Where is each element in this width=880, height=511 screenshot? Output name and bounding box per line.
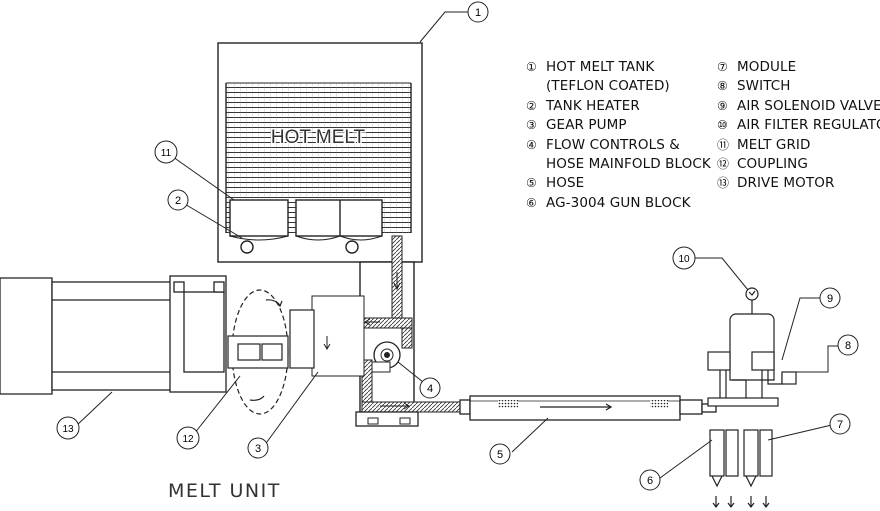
callout-9: 9 [819, 287, 841, 309]
legend-number: ⑬ [717, 176, 730, 191]
legend-left: ① HOT MELT TANK (TEFLON COATED) ② TANK HEATE… [526, 58, 711, 213]
legend-number: ⑨ [717, 98, 728, 113]
callout-7: 7 [829, 413, 851, 435]
svg-text:11: 11 [161, 148, 172, 159]
legend-item: ② TANK HEATER [526, 97, 711, 116]
legend-item: ① HOT MELT TANK [526, 58, 711, 77]
legend-text: COUPLING [737, 156, 808, 173]
legend-text: MELT GRID [737, 136, 811, 153]
legend-text: AIR FILTER REGULATOR [737, 117, 880, 134]
legend-text: AG-3004 GUN BLOCK [546, 194, 691, 211]
legend-item: ④ FLOW CONTROLS & [526, 136, 711, 155]
legend-number: ⑫ [717, 157, 730, 172]
legend-item: ⑩ AIR FILTER REGULATOR [717, 116, 880, 135]
legend-number: ④ [526, 137, 537, 152]
legend-right: ⑦ MODULE ⑧ SWITCH ⑨ AIR SOLENOID VALVE ⑩ AIR FI… [717, 58, 880, 194]
legend-item: ⑤ HOSE [526, 174, 711, 193]
flow-path [311, 235, 461, 427]
legend-number: ② [526, 98, 537, 113]
legend-number: ⑧ [717, 79, 728, 94]
legend-text: HOSE [546, 175, 585, 192]
svg-text:13: 13 [62, 424, 74, 435]
callout-3: 3 [247, 437, 269, 459]
leader-lines [75, 11, 846, 479]
legend-text: AIR SOLENOID VALVE [737, 97, 880, 114]
legend-text: HOSE MAINFOLD BLOCK [546, 156, 711, 173]
svg-text:7: 7 [837, 419, 843, 431]
callout-4: 4 [419, 377, 441, 399]
gun-assembly [707, 287, 797, 508]
legend-item: ⑥ AG-3004 GUN BLOCK [526, 194, 711, 213]
legend-number: ⑪ [717, 137, 730, 152]
diagram-title: MELT UNIT [168, 480, 281, 502]
legend-item: ⑫ COUPLING [717, 155, 880, 174]
legend-text: (TEFLON COATED) [546, 78, 670, 95]
legend-item: ⑬ DRIVE MOTOR [717, 174, 880, 193]
tank-label: HOT MELT [271, 127, 366, 148]
legend-item: (TEFLON COATED) [526, 77, 711, 96]
callout-5: 5 [489, 443, 511, 465]
legend-text: TANK HEATER [546, 97, 640, 114]
legend-number: ③ [526, 118, 537, 133]
drive-motor [0, 275, 227, 395]
legend-text: MODULE [737, 59, 797, 75]
legend-text: SWITCH [737, 78, 791, 95]
legend-item: ⑦ MODULE [717, 58, 880, 77]
svg-text:6: 6 [647, 475, 653, 487]
callout-1: 1 [467, 1, 489, 23]
legend-item: ⑨ AIR SOLENOID VALVE [717, 97, 880, 116]
callout-2: 2 [167, 189, 189, 211]
svg-text:2: 2 [175, 195, 181, 207]
legend-number: ① [526, 60, 537, 74]
legend-number: ⑥ [526, 195, 537, 210]
callout-11: 11 [154, 140, 178, 164]
legend-item: ③ GEAR PUMP [526, 116, 711, 135]
svg-text:12: 12 [182, 434, 194, 445]
svg-text:10: 10 [678, 254, 690, 265]
hot-melt-tank [217, 42, 423, 413]
legend-text: DRIVE MOTOR [737, 175, 835, 192]
legend-number: ⑤ [526, 176, 537, 191]
svg-text:5: 5 [497, 449, 503, 461]
callout-8: 8 [837, 334, 859, 356]
legend-number: ⑦ [717, 60, 728, 74]
svg-text:4: 4 [427, 383, 433, 395]
svg-text:9: 9 [827, 293, 833, 305]
coupling [227, 289, 315, 415]
callout-12: 12 [176, 426, 200, 450]
legend-item: ⑧ SWITCH [717, 77, 880, 96]
legend-item: HOSE MAINFOLD BLOCK [526, 155, 711, 174]
legend-number: ⑩ [717, 118, 728, 133]
legend-text: FLOW CONTROLS & [546, 136, 680, 153]
callout-6: 6 [639, 469, 661, 491]
callout-10: 10 [672, 246, 696, 270]
callout-13: 13 [56, 416, 80, 440]
svg-text:8: 8 [845, 340, 851, 352]
hose [459, 395, 717, 421]
legend-text: GEAR PUMP [546, 117, 627, 134]
svg-text:3: 3 [255, 443, 261, 455]
legend-text: HOT MELT TANK [546, 59, 655, 75]
legend-item: ⑪ MELT GRID [717, 136, 880, 155]
svg-text:1: 1 [475, 7, 481, 19]
